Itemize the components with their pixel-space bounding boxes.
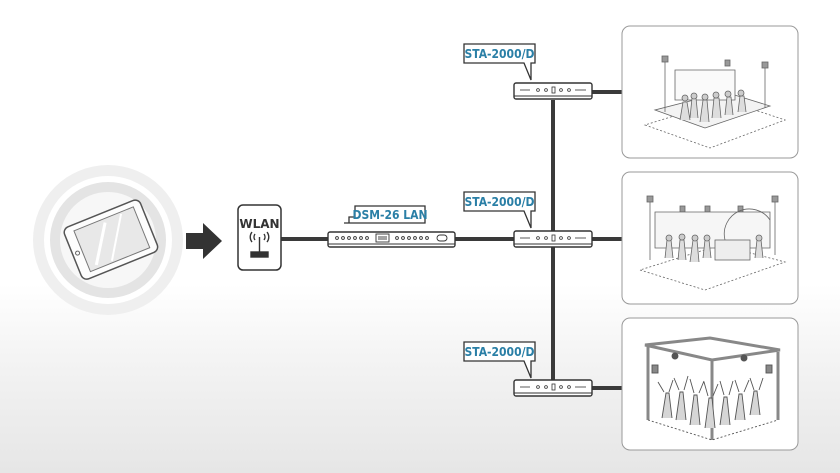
exhibition-hall-scene	[638, 195, 787, 291]
scene-panel-2[interactable]	[621, 171, 799, 305]
controller-device[interactable]: DSM-26 LAN	[327, 205, 456, 248]
controller-label: DSM-26 LAN	[352, 208, 427, 222]
amplifier-3[interactable]: STA-2000/D	[463, 341, 593, 397]
amplifier-label: STA-2000/D	[464, 47, 534, 61]
concert-stage-scene	[644, 336, 781, 441]
scene-panel-3[interactable]	[621, 317, 799, 451]
amplifier-1[interactable]: STA-2000/D	[463, 43, 593, 100]
wlan-router[interactable]: WLAN	[237, 204, 282, 271]
scene-panel-1[interactable]	[621, 25, 799, 159]
exhibition-booth-scene	[643, 55, 787, 149]
tablet-icon[interactable]	[62, 198, 159, 281]
arrow-right-icon	[186, 223, 222, 259]
amplifier-label: STA-2000/D	[464, 195, 534, 209]
tablet-group	[33, 165, 183, 315]
controller-leds	[335, 233, 448, 243]
wlan-label: WLAN	[239, 217, 279, 231]
amplifier-2[interactable]: STA-2000/D	[463, 191, 593, 248]
amplifier-label: STA-2000/D	[464, 345, 534, 359]
wifi-router-icon	[249, 231, 270, 258]
